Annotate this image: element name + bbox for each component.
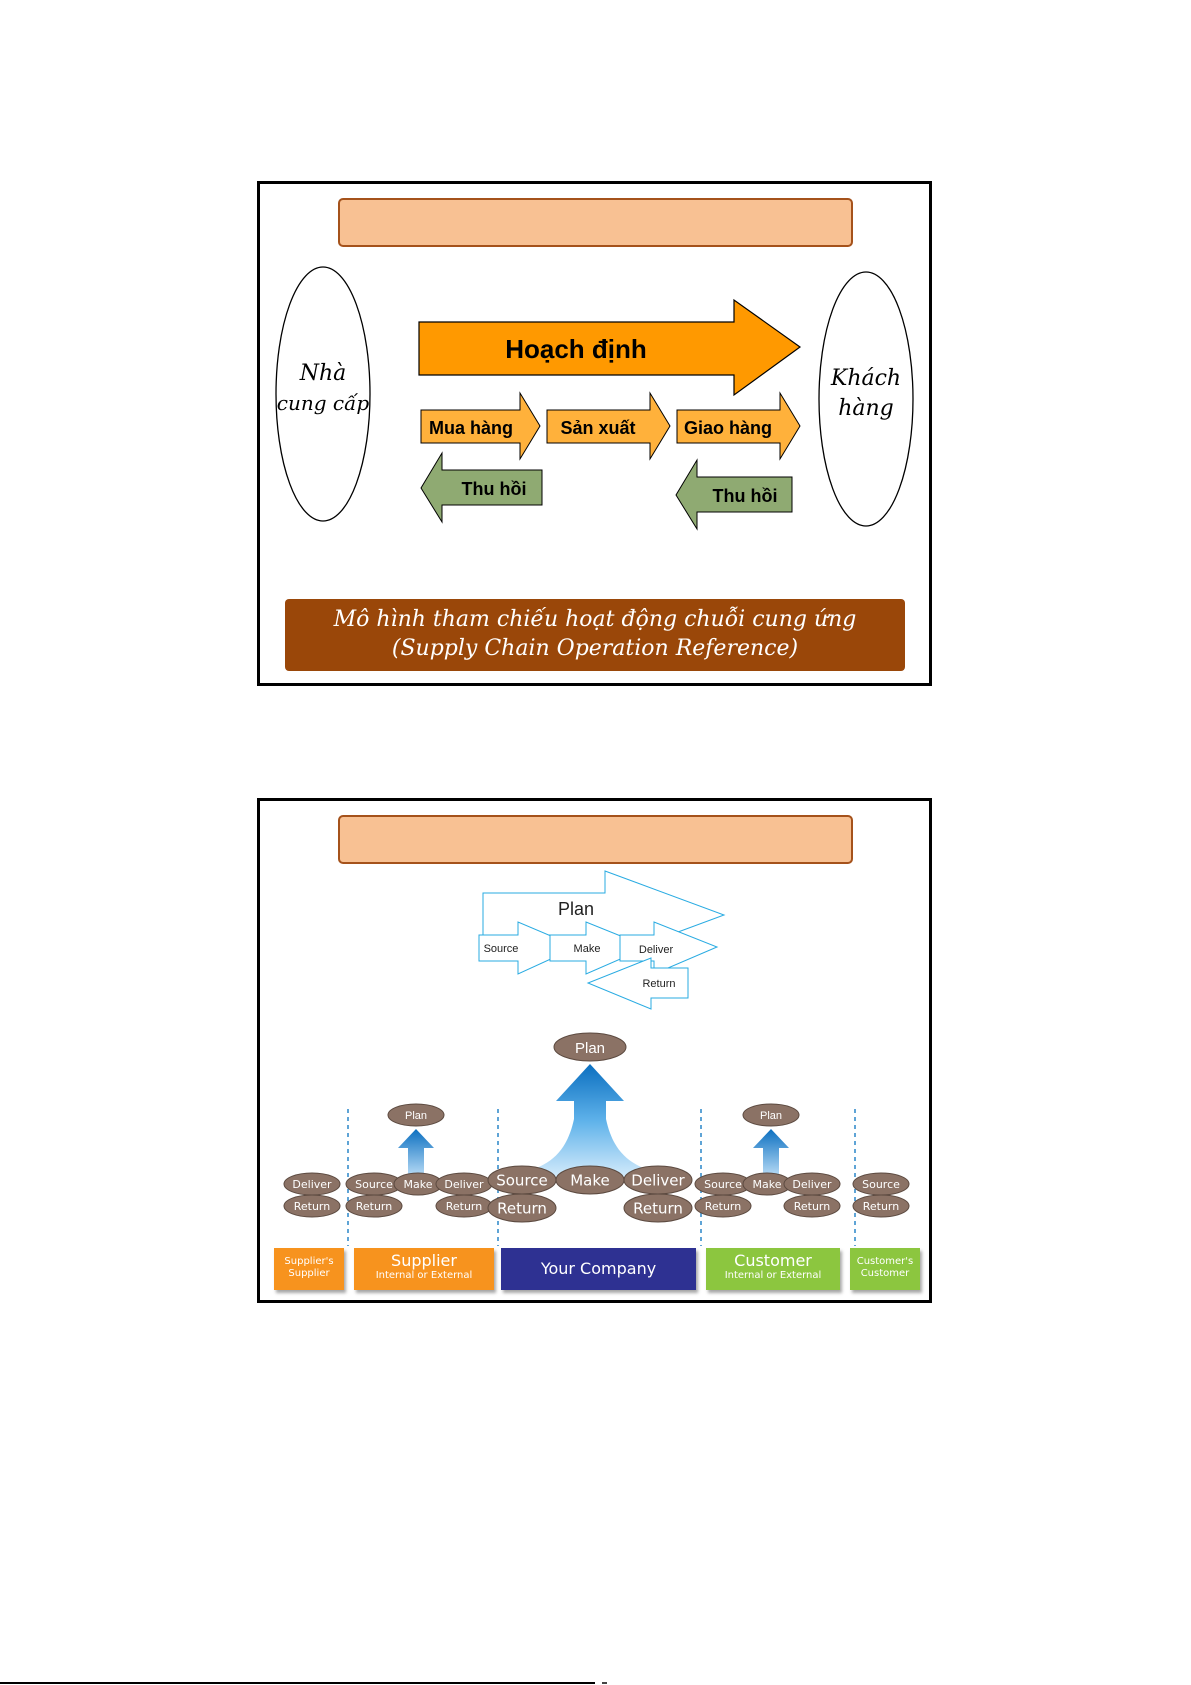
customer-plan-node xyxy=(742,1103,800,1127)
outline-return-arrow xyxy=(586,957,689,1010)
band-supplier-subtitle: Internal or External xyxy=(375,1270,473,1281)
chain-node-yc-return-right xyxy=(623,1193,693,1223)
slide-scor-chain-english: Plan Source Make Deliver Return Plan Pla… xyxy=(257,798,932,1303)
chain-node-label-sup-deliver: Deliver xyxy=(444,1178,484,1191)
chain-separators xyxy=(347,1109,856,1246)
outline-source-arrow xyxy=(478,921,579,975)
supplier-plan-arrow-icon xyxy=(392,1129,440,1178)
outline-make-label: Make xyxy=(574,943,601,955)
chain-node-label-yc-deliver: Deliver xyxy=(631,1171,685,1189)
chain-node-label-yc-return-right: Return xyxy=(633,1199,683,1217)
band-customers-customer-line2: Customer xyxy=(860,1268,910,1279)
page-bottom-rule xyxy=(0,1682,595,1684)
slide1-diagram: Nhà cung cấp Khách hàng Hoạch định Mua h… xyxy=(275,266,914,531)
chain-node-ss-return xyxy=(283,1194,341,1218)
delivery-arrow xyxy=(676,391,801,461)
chain-node-yc-return-left xyxy=(487,1193,557,1223)
customer-ellipse xyxy=(818,271,914,527)
band-supplier: Supplier Internal or External xyxy=(354,1248,494,1290)
chain-node-label-cc-source: Source xyxy=(862,1178,900,1191)
page-bottom-mark xyxy=(602,1682,607,1684)
chain-node-label-yc-source: Source xyxy=(496,1171,548,1189)
chain-node-cc-return xyxy=(852,1194,910,1218)
return-arrow-right xyxy=(675,458,793,531)
chain-node-label-cus-return-right: Return xyxy=(794,1200,831,1213)
return-arrow-left xyxy=(420,451,543,524)
band-customers-customer-line1: Customer's xyxy=(856,1256,914,1267)
slide-title-bar xyxy=(338,815,853,864)
band-suppliers-supplier: Supplier's Supplier xyxy=(274,1248,344,1290)
chain-node-sup-return-left xyxy=(345,1194,403,1218)
customer-label-line2: hàng xyxy=(838,396,894,421)
chain-node-label-ss-deliver: Deliver xyxy=(292,1178,332,1191)
outline-source-label: Source xyxy=(484,943,519,955)
chain-node-label-yc-return-left: Return xyxy=(497,1199,547,1217)
chain-node-label-sup-return-right: Return xyxy=(446,1200,483,1213)
return-arrow-left-label: Thu hồi xyxy=(462,479,527,499)
band-your-company-title: Your Company xyxy=(540,1259,657,1278)
supplier-plan-label: Plan xyxy=(405,1110,427,1122)
slide-scor-model-vietnamese: Nhà cung cấp Khách hàng Hoạch định Mua h… xyxy=(257,181,932,686)
purchase-arrow xyxy=(420,391,541,461)
band-suppliers-supplier-line1: Supplier's xyxy=(284,1256,334,1267)
supplier-label-line1: Nhà xyxy=(299,361,347,386)
slide-title-bar xyxy=(338,198,853,247)
chain-node-label-cus-source: Source xyxy=(704,1178,742,1191)
scor-banner: Mô hình tham chiếu hoạt động chuỗi cung … xyxy=(285,599,905,671)
customer-plan-label: Plan xyxy=(760,1110,782,1122)
chain-node-label-yc-make: Make xyxy=(570,1171,610,1189)
scor-banner-line1: Mô hình tham chiếu hoạt động chuỗi cung … xyxy=(333,607,857,632)
band-customer-subtitle: Internal or External xyxy=(724,1270,822,1281)
customer-plan-arrow-icon xyxy=(747,1129,795,1178)
chain-node-cus-return-right xyxy=(783,1194,841,1218)
chain-node-cus-return-left xyxy=(694,1194,752,1218)
return-arrow-right-label: Thu hồi xyxy=(713,486,778,506)
supplier-ellipse xyxy=(275,266,371,522)
outline-make-arrow xyxy=(549,921,650,975)
plan-arrow-label: Hoạch định xyxy=(505,334,647,364)
customer-label-line1: Khách xyxy=(830,366,901,391)
company-plan-arrow-icon xyxy=(490,1064,690,1178)
chain-node-label-cus-deliver: Deliver xyxy=(792,1178,832,1191)
company-plan-node xyxy=(553,1032,627,1062)
purchase-arrow-label: Mua hàng xyxy=(429,418,513,438)
band-supplier-title: Supplier xyxy=(391,1251,457,1270)
scor-banner-line2: (Supply Chain Operation Reference) xyxy=(391,636,799,661)
band-customer: Customer Internal or External xyxy=(706,1248,840,1290)
delivery-arrow-label: Giao hàng xyxy=(684,418,772,438)
supplier-plan-node xyxy=(387,1103,445,1127)
band-customer-title: Customer xyxy=(734,1251,812,1270)
chain-node-label-sup-make: Make xyxy=(404,1178,433,1191)
slide2-diagram: Plan Source Make Deliver Return Plan Pla… xyxy=(283,870,910,1246)
outline-scor-diagram xyxy=(478,870,726,1010)
production-arrow-label: Sản xuất xyxy=(560,418,635,438)
chain-node-label-cc-return: Return xyxy=(863,1200,900,1213)
band-customers-customer: Customer's Customer xyxy=(850,1248,920,1290)
chain-node-label-cus-return-left: Return xyxy=(705,1200,742,1213)
outline-deliver-label: Deliver xyxy=(639,944,674,956)
chain-node-label-sup-return-left: Return xyxy=(356,1200,393,1213)
production-arrow xyxy=(546,391,671,461)
company-plan-label: Plan xyxy=(575,1040,605,1057)
chain-node-label-ss-return: Return xyxy=(294,1200,331,1213)
plan-arrow xyxy=(418,298,802,397)
chain-node-label-sup-source: Source xyxy=(355,1178,393,1191)
band-your-company: Your Company xyxy=(501,1248,696,1290)
outline-plan-label: Plan xyxy=(558,899,594,919)
chain-node-label-cus-make: Make xyxy=(753,1178,782,1191)
band-suppliers-supplier-line2: Supplier xyxy=(288,1268,330,1279)
supplier-label-line2: cung cấp xyxy=(277,391,370,415)
outline-return-label: Return xyxy=(642,978,675,990)
